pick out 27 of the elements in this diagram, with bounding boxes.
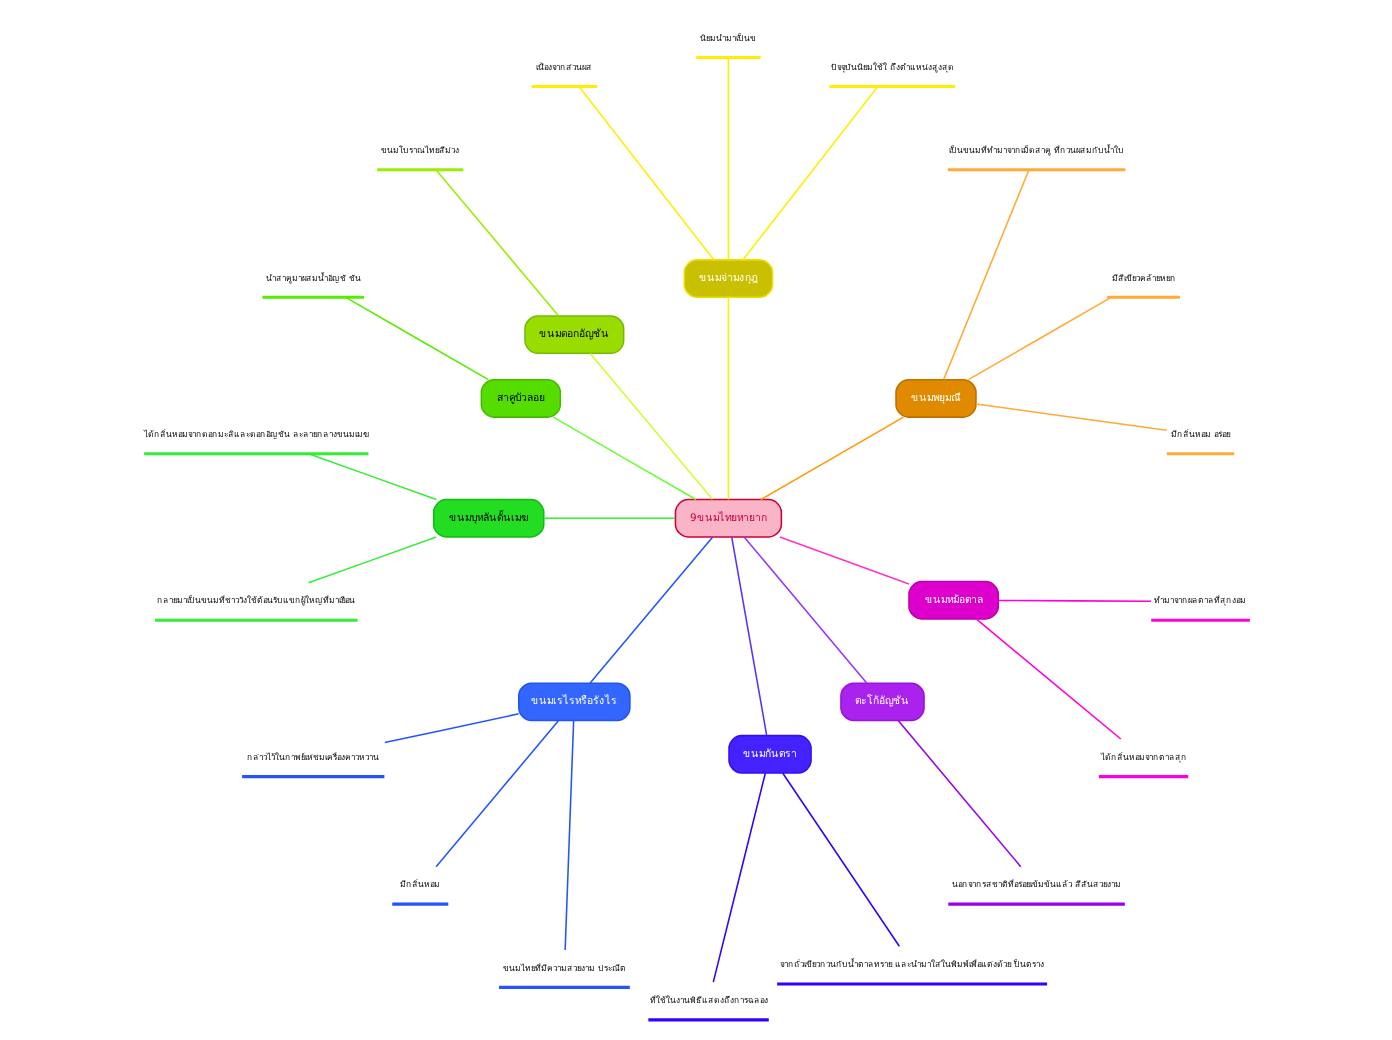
connector (711, 772, 766, 983)
connector (551, 416, 696, 501)
connector (434, 169, 559, 317)
connector (759, 416, 904, 501)
connector (941, 168, 1029, 381)
connector (729, 536, 767, 737)
connector (780, 772, 900, 948)
connector (588, 536, 713, 684)
connector (306, 452, 437, 501)
connector (588, 352, 713, 501)
connector (306, 536, 437, 584)
connector (974, 403, 1167, 432)
connector (778, 536, 909, 585)
connector (542, 517, 675, 520)
connector (383, 713, 519, 744)
connector (966, 296, 1111, 381)
connector (974, 618, 1121, 740)
connector (896, 720, 1021, 868)
connector (344, 296, 489, 381)
connector (996, 599, 1151, 603)
connector (741, 85, 878, 261)
connector (742, 536, 867, 684)
connector (726, 56, 729, 261)
connector (577, 85, 714, 261)
connector (563, 719, 574, 951)
connector (726, 296, 729, 501)
connector (434, 720, 559, 868)
